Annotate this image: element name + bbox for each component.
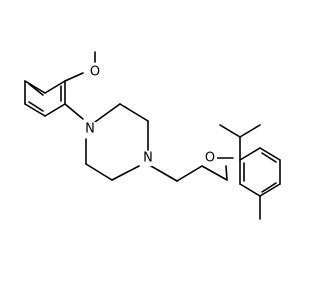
bond: [150, 165, 178, 182]
aromatic-bond: [261, 152, 277, 163]
bond: [201, 165, 228, 181]
bond: [94, 103, 121, 123]
methoxyphenyl-ring: [24, 80, 66, 117]
piperazine-ring: [85, 103, 149, 181]
methoxy-group: [64, 51, 96, 82]
bond: [119, 103, 149, 122]
methoxy-oxygen-label: O: [90, 65, 100, 80]
ether-oxygen-label: O: [205, 151, 215, 166]
bond: [24, 103, 46, 117]
bond: [259, 183, 281, 197]
bond: [111, 165, 140, 181]
piperazine-nitrogen-4-label: N: [143, 151, 153, 166]
molecule-structure-diagram: O N N O: [24, 51, 281, 220]
aromatic-bond: [28, 101, 44, 112]
isopropyl-methyl-phenyl-ring: [239, 147, 281, 197]
bond: [176, 165, 203, 182]
bond: [239, 124, 261, 138]
bond: [239, 147, 261, 161]
bond: [259, 147, 281, 161]
bond: [24, 80, 46, 94]
bond: [239, 183, 261, 197]
bond: [85, 163, 113, 181]
atom-labels: O N N O: [83, 65, 217, 166]
propyl-linker: [150, 165, 228, 182]
bond: [64, 72, 84, 82]
aromatic-bond: [261, 182, 277, 193]
aromatic-bond: [28, 83, 44, 96]
piperazine-nitrogen-1-label: N: [85, 122, 95, 137]
bond: [64, 103, 84, 120]
bond: [225, 165, 228, 181]
isopropyl-group: [219, 124, 261, 161]
bond: [219, 124, 241, 138]
bond: [44, 80, 66, 94]
bond: [44, 103, 66, 117]
